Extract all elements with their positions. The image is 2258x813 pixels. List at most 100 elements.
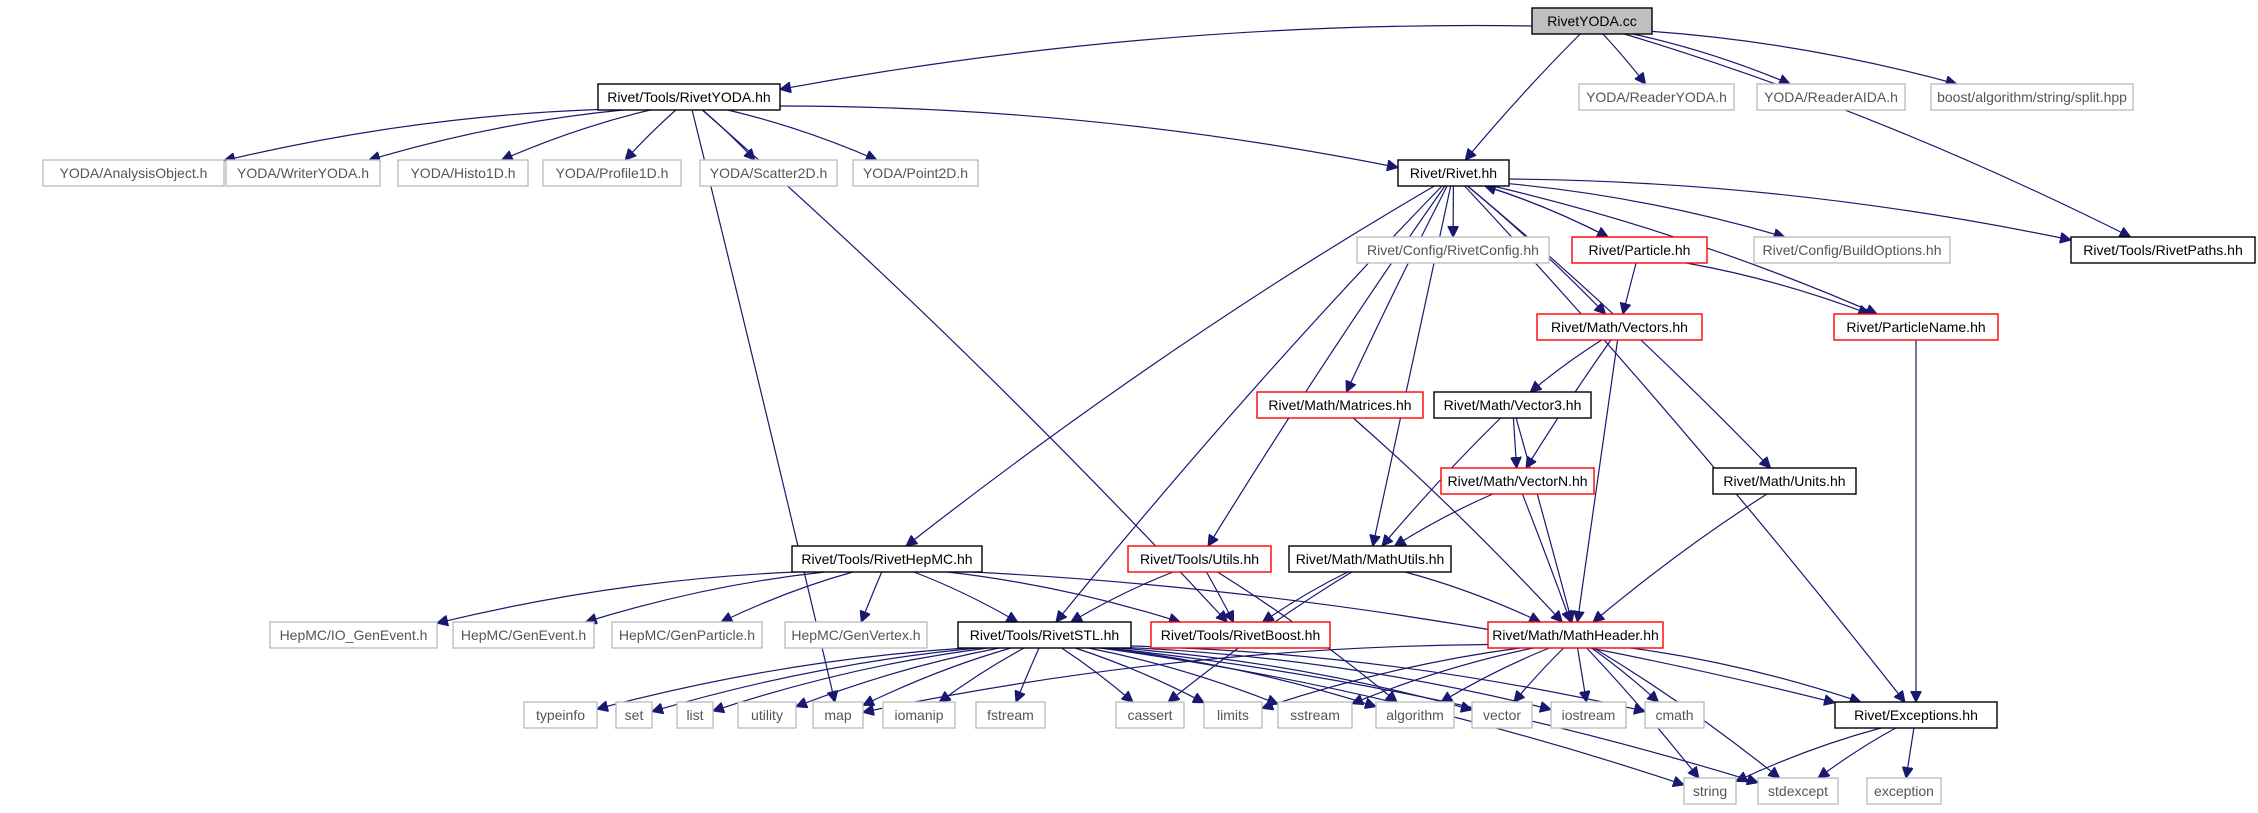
node-label: YODA/WriterYODA.h	[237, 165, 369, 181]
node-label: HepMC/IO_GenEvent.h	[280, 627, 428, 643]
node-label: YODA/ReaderAIDA.h	[1764, 89, 1898, 105]
node-units[interactable]: Rivet/Math/Units.hh	[1712, 467, 1857, 495]
node-box	[1683, 777, 1737, 805]
node-mathutils[interactable]: Rivet/Math/MathUtils.hh	[1288, 545, 1452, 573]
node-particlename[interactable]: Rivet/ParticleName.hh	[1833, 313, 1999, 341]
node-matrices[interactable]: Rivet/Math/Matrices.hh	[1256, 391, 1424, 419]
node-rivetboost[interactable]: Rivet/Tools/RivetBoost.hh	[1150, 621, 1331, 649]
node-writeryoda[interactable]: YODA/WriterYODA.h	[225, 159, 381, 187]
node-histo1d[interactable]: YODA/Histo1D.h	[397, 159, 529, 187]
node-vector[interactable]: vector	[1471, 701, 1533, 729]
node-box	[42, 159, 225, 187]
node-box	[1930, 83, 2134, 111]
node-box	[1203, 701, 1263, 729]
edge-rivetyoda_cc-to-rivetpaths	[1624, 33, 2130, 237]
node-rivetpaths[interactable]: Rivet/Tools/RivetPaths.hh	[2070, 236, 2256, 264]
node-scatter2d[interactable]: YODA/Scatter2D.h	[699, 159, 838, 187]
node-tools-rivetyoda[interactable]: Rivet/Tools/RivetYODA.hh	[597, 83, 781, 111]
edge-mathheader-to-iostream	[1577, 647, 1587, 702]
edge-rivetstl-to-iomanip	[939, 647, 1025, 702]
node-box	[1834, 701, 1998, 729]
edge-rivet_hh-to-buildoptions	[1508, 183, 1785, 237]
node-label: Rivet/Config/BuildOptions.hh	[1763, 242, 1942, 258]
node-fstream[interactable]: fstream	[975, 701, 1046, 729]
edges	[224, 24, 2131, 785]
node-vector3[interactable]: Rivet/Math/Vector3.hh	[1433, 391, 1592, 419]
node-label: list	[686, 707, 703, 723]
node-box	[1397, 159, 1510, 187]
node-cmath[interactable]: cmath	[1644, 701, 1705, 729]
node-profile1d[interactable]: YODA/Profile1D.h	[542, 159, 682, 187]
node-exceptions[interactable]: Rivet/Exceptions.hh	[1834, 701, 1998, 729]
node-list[interactable]: list	[676, 701, 714, 729]
node-io-genevent[interactable]: HepMC/IO_GenEvent.h	[269, 621, 438, 649]
node-iomanip[interactable]: iomanip	[882, 701, 956, 729]
node-box	[269, 621, 438, 649]
node-boost-split[interactable]: boost/algorithm/string/split.hpp	[1930, 83, 2134, 111]
edge-tools_rivetyoda-to-histo1d	[502, 109, 651, 160]
node-box	[1644, 701, 1705, 729]
node-box	[1866, 777, 1942, 805]
node-box	[676, 701, 714, 729]
edge-rivetstl-to-set	[652, 647, 978, 712]
node-sstream[interactable]: sstream	[1277, 701, 1353, 729]
node-cassert[interactable]: cassert	[1115, 701, 1185, 729]
node-label: Rivet/Tools/RivetBoost.hh	[1161, 627, 1321, 643]
node-box	[611, 621, 763, 649]
node-rivet-hh[interactable]: Rivet/Rivet.hh	[1397, 159, 1510, 187]
node-label: Rivet/Math/VectorN.hh	[1447, 473, 1587, 489]
edge-vectors-to-mathheader	[1577, 339, 1619, 622]
node-algorithm[interactable]: algorithm	[1375, 701, 1455, 729]
node-utility[interactable]: utility	[737, 701, 797, 729]
edge-rivethepmc-to-genevent	[586, 571, 825, 622]
node-typeinfo[interactable]: typeinfo	[523, 701, 598, 729]
node-label: Rivet/Math/Vectors.hh	[1551, 319, 1688, 335]
node-rivetstl[interactable]: Rivet/Tools/RivetSTL.hh	[957, 621, 1132, 649]
node-box	[812, 701, 864, 729]
edge-rivet_hh-to-rivethepmc	[906, 185, 1435, 546]
node-rivethepmc[interactable]: Rivet/Tools/RivetHepMC.hh	[791, 545, 983, 573]
edge-vectors-to-vector3	[1530, 339, 1603, 392]
node-label: YODA/Profile1D.h	[556, 165, 669, 181]
node-rivetyoda-cc[interactable]: RivetYODA.cc	[1531, 7, 1653, 35]
node-genvertex[interactable]: HepMC/GenVertex.h	[784, 621, 928, 649]
edge-rivetyoda_cc-to-reader_aida	[1632, 33, 1790, 84]
node-map[interactable]: map	[812, 701, 864, 729]
node-box	[791, 545, 983, 573]
node-string[interactable]: string	[1683, 777, 1737, 805]
node-stdexcept[interactable]: stdexcept	[1757, 777, 1839, 805]
node-mathheader[interactable]: Rivet/Math/MathHeader.hh	[1487, 621, 1664, 649]
node-vectors[interactable]: Rivet/Math/Vectors.hh	[1536, 313, 1703, 341]
node-box	[1115, 701, 1185, 729]
node-set[interactable]: set	[615, 701, 653, 729]
node-genparticle[interactable]: HepMC/GenParticle.h	[611, 621, 763, 649]
node-label: Rivet/Math/MathHeader.hh	[1492, 627, 1659, 643]
node-limits[interactable]: limits	[1203, 701, 1263, 729]
node-label: Rivet/Config/RivetConfig.hh	[1367, 242, 1539, 258]
node-label: Rivet/Math/MathUtils.hh	[1296, 551, 1445, 567]
node-box	[1277, 701, 1353, 729]
edge-tools_rivetyoda-to-writeryoda	[369, 109, 624, 160]
node-label: typeinfo	[536, 707, 585, 723]
edge-vectorn-to-mathutils	[1395, 493, 1494, 546]
node-iostream[interactable]: iostream	[1550, 701, 1627, 729]
edge-rivetstl-to-sstream	[1088, 647, 1279, 704]
node-rivetconfig[interactable]: Rivet/Config/RivetConfig.hh	[1356, 236, 1550, 264]
node-particle[interactable]: Rivet/Particle.hh	[1571, 236, 1708, 264]
node-box	[597, 83, 781, 111]
node-label: Rivet/Rivet.hh	[1410, 165, 1497, 181]
node-reader-aida[interactable]: YODA/ReaderAIDA.h	[1756, 83, 1906, 111]
node-utils[interactable]: Rivet/Tools/Utils.hh	[1127, 545, 1272, 573]
node-genevent[interactable]: HepMC/GenEvent.h	[452, 621, 595, 649]
node-point2d[interactable]: YODA/Point2D.h	[852, 159, 979, 187]
node-vectorn[interactable]: Rivet/Math/VectorN.hh	[1440, 467, 1595, 495]
node-box	[882, 701, 956, 729]
node-analysisobject[interactable]: YODA/AnalysisObject.h	[42, 159, 225, 187]
node-box	[225, 159, 381, 187]
node-exception[interactable]: exception	[1866, 777, 1942, 805]
node-buildoptions[interactable]: Rivet/Config/BuildOptions.hh	[1753, 236, 1951, 264]
node-reader-yoda[interactable]: YODA/ReaderYODA.h	[1578, 83, 1735, 111]
node-box	[1288, 545, 1452, 573]
